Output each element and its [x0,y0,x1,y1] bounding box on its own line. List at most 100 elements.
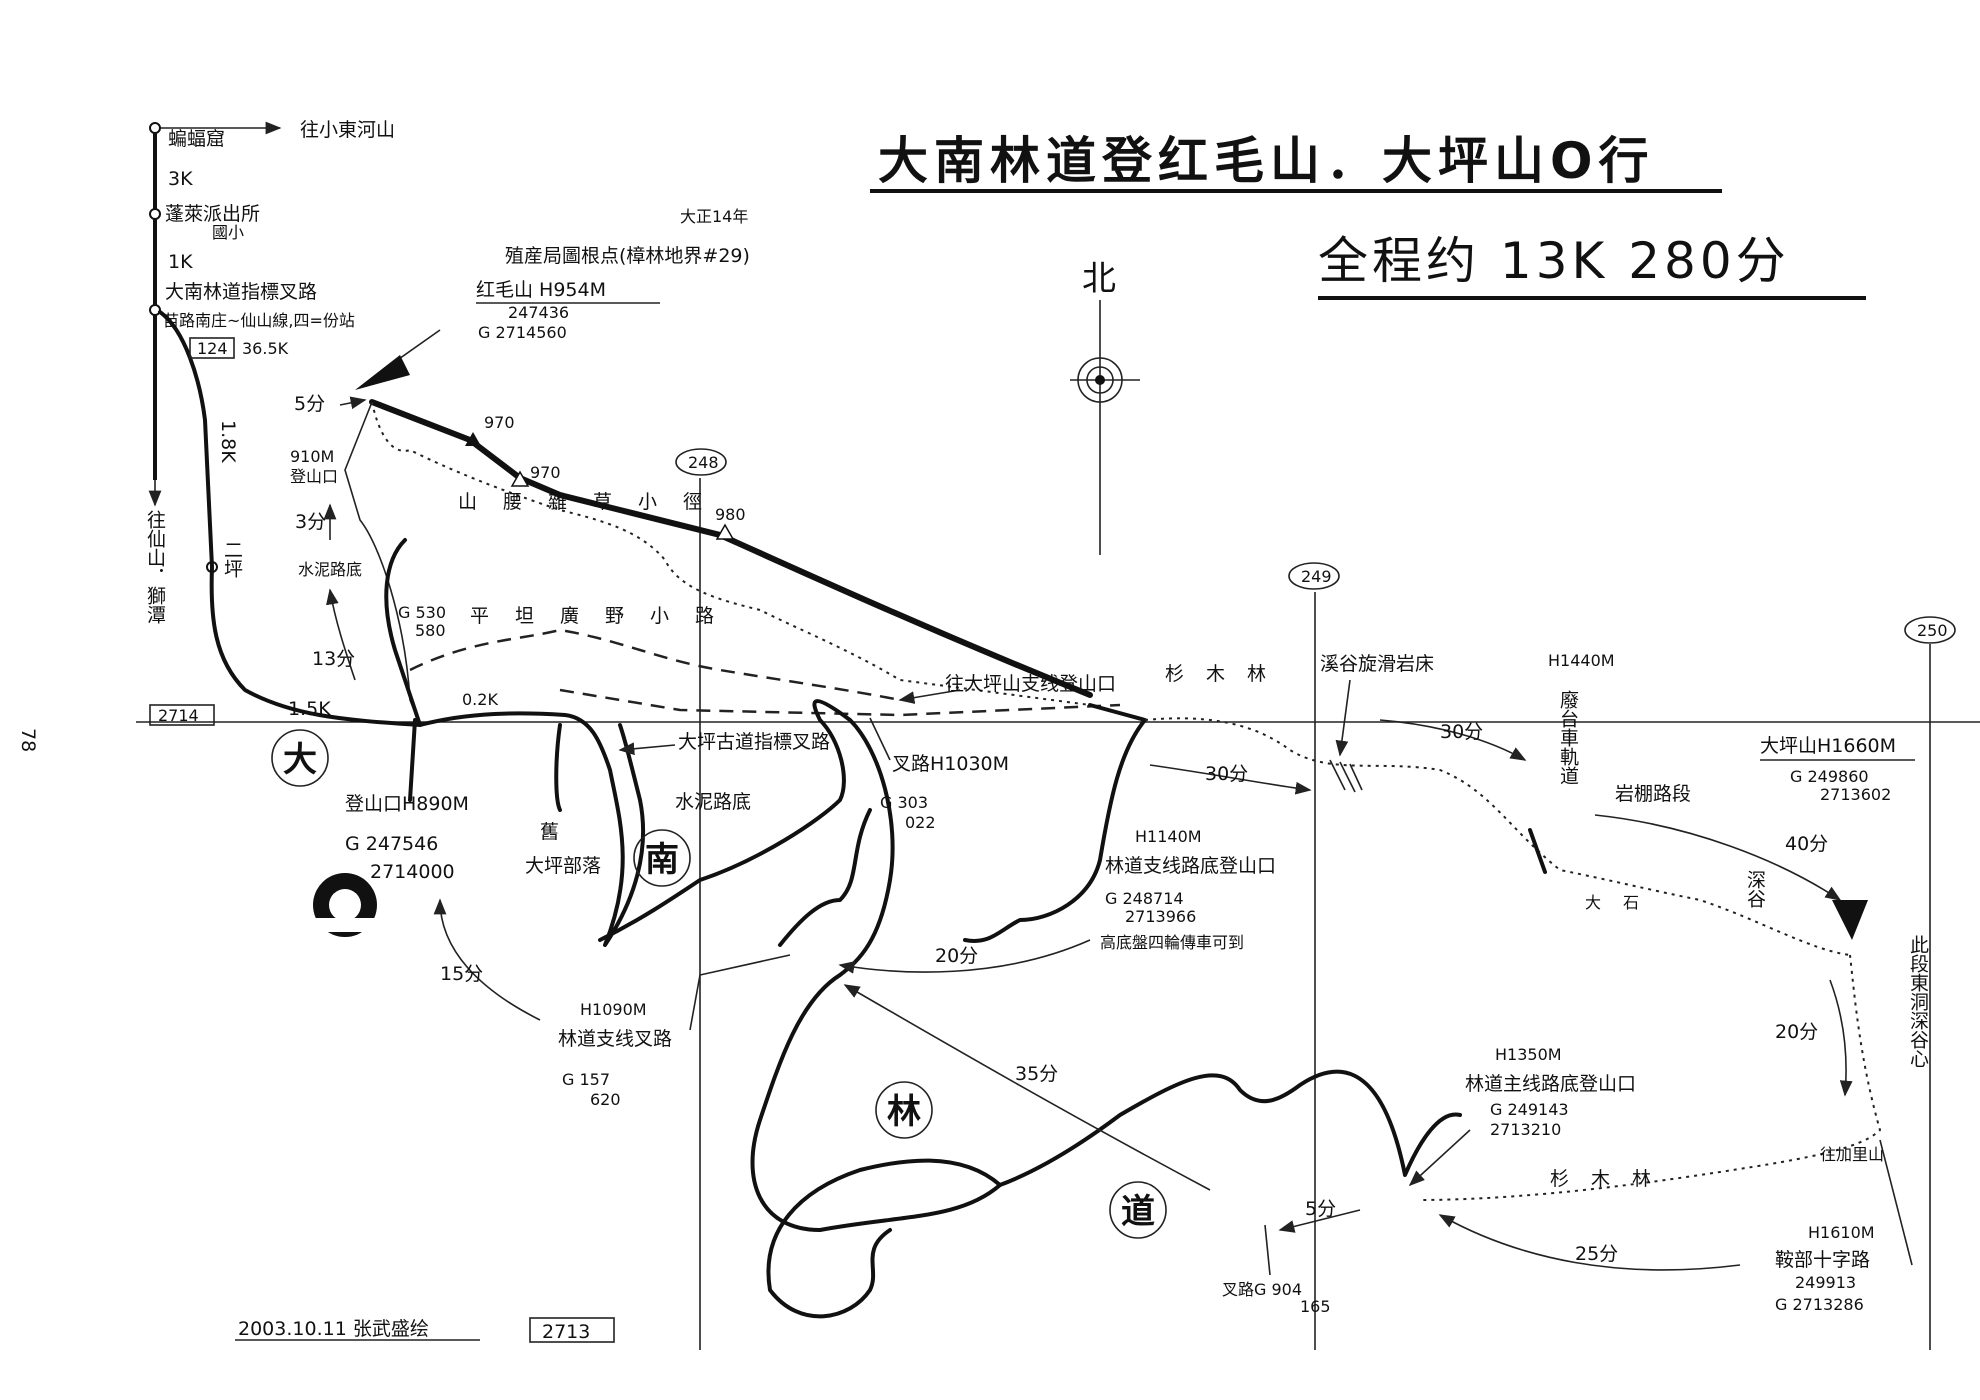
road-south-east [998,1069,1462,1187]
footer-date-author: 2003.10.11 张武盛绘 [238,1318,429,1340]
branch-1030-leader [869,717,891,761]
footer-grid-box [529,1317,615,1343]
four-wheel-note: 高底盤四輪傳車可到 [1100,933,1244,952]
cement-road-top: 水泥路底 [298,560,362,579]
road-east [963,703,1147,943]
access-road [148,121,422,727]
grid-label-249: 249 [1301,567,1332,586]
time-25min: 25分 [1575,1243,1618,1265]
hongmao-g: G 2714560 [478,323,567,342]
road-char-dao-circle [1109,1181,1167,1239]
road-char-lin-circle [875,1081,933,1139]
time-20min-arrow [838,939,1091,974]
peak-970a [465,432,481,446]
road-char-dao: 道 [1121,1192,1155,1232]
hongmao-name: 红毛山 H954M [476,279,606,301]
time-5min-b: 5分 [1305,1198,1336,1220]
trailhead-910-label: 登山口 [290,467,338,486]
g-165: 165 [1300,1297,1331,1316]
h1140: H1140M [1135,827,1202,846]
road-char-da: 大 [283,740,317,780]
road-spur-south [408,718,417,802]
time-3min: 3分 [295,511,326,533]
daping-g: G 249860 [1790,767,1869,786]
daping-marker [1832,900,1868,940]
survey-symbol [312,873,378,937]
h1090: H1090M [580,1000,647,1019]
hongmao-year: 大正14年 [680,207,748,226]
hongmao-e: 247436 [508,303,569,322]
north-label: 北 [1082,259,1116,299]
km-box [189,337,235,359]
station-bat-cave: 蝙蝠窟 [168,128,225,150]
branch-904-leader [1264,1224,1271,1276]
time-13min-arrow [326,588,356,681]
g890-e: G 247546 [345,833,438,855]
g-580: 580 [415,621,446,640]
dist-0-2k: 0.2K [462,690,498,709]
shanyao-label: 山腰雜草小徑 [458,491,728,513]
main-trailhead: 林道主线路底登山口 [1465,1073,1636,1095]
daping-old-arrow [618,742,676,756]
page-number: 78 [17,728,39,752]
north-arrow [1070,300,1140,555]
time-5min-arrow [339,396,367,410]
to-xianshan: 往仙山．獅潭 [144,510,166,624]
east-note: 此段東洞深谷心 [1907,935,1929,1068]
elev-980: 980 [715,505,746,524]
road-char-nan-circle [633,829,691,887]
trailhead-890: 登山口H890M [345,793,469,815]
saddle: 鞍部十字路 [1775,1249,1870,1271]
grid-label-250-oval [1904,616,1956,644]
hongmao-note: 殖産局圖根点(樟林地界#29) [505,245,750,267]
road-char-da-circle [271,729,329,787]
rock-slope: 岩棚路段 [1615,783,1691,805]
road-char-nan: 南 [645,840,679,880]
time-30min-b-arrow [1379,719,1527,761]
peak-980 [715,523,735,540]
trail-descent [1419,954,1882,1201]
main-trailhead-arrow [1408,1129,1471,1187]
village-erping: 二坪 [221,540,243,578]
trail-pingtan [409,628,901,702]
elev-970a: 970 [484,413,515,432]
h1350: H1350M [1495,1045,1562,1064]
time-20min-b: 20分 [1775,1021,1818,1043]
to-branch-arrow [898,689,961,704]
to-jiali-arrow [1879,1139,1913,1266]
time-15min-arrow [433,898,541,1021]
junction-label: 大南林道指標叉路 [165,281,317,303]
abandoned-rail: 廢台車軌道 [1557,690,1579,785]
road-main-west [418,711,646,947]
grid-label-248: 248 [688,453,719,472]
time-20min: 20分 [935,945,978,967]
pingtan-label: 平坦廣野小路 [470,605,740,627]
g890-n: 2714000 [370,861,455,883]
grid-label-250: 250 [1917,621,1948,640]
branch-1030: 叉路H1030M [892,753,1009,775]
dist-3k: 3K [168,168,193,190]
g-530: G 530 [398,603,446,622]
road-spur-village [554,723,562,812]
village-prefix: 舊 [540,821,559,843]
stream-hatch [1329,759,1363,793]
road-char-lin: 林 [887,1092,921,1132]
daping-name: 大坪山H1660M [1760,735,1896,757]
sugi-forest-1: 杉木林 [1165,663,1288,685]
to-jiali: 往加里山 [1820,1145,1884,1164]
northern-ridge [369,399,1093,698]
time-30min-b: 30分 [1440,721,1483,743]
h1440: H1440M [1548,651,1615,670]
junction-note: 苗路南庄~仙山線,四=份站 [163,311,355,330]
time-30min-a-arrow [1149,764,1312,795]
deep-valley: 深谷 [1744,870,1766,908]
grid-label-249-oval [1288,562,1340,590]
daping-old-sign: 大坪古道指標叉路 [678,731,830,753]
peak-970b [510,470,530,487]
trail-east [1144,717,1851,956]
g-2713286: G 2713286 [1775,1295,1864,1314]
grid-label-248-oval [675,448,727,476]
stream-label: 溪谷旋滑岩床 [1320,653,1434,675]
g-248714: G 248714 [1105,889,1184,908]
